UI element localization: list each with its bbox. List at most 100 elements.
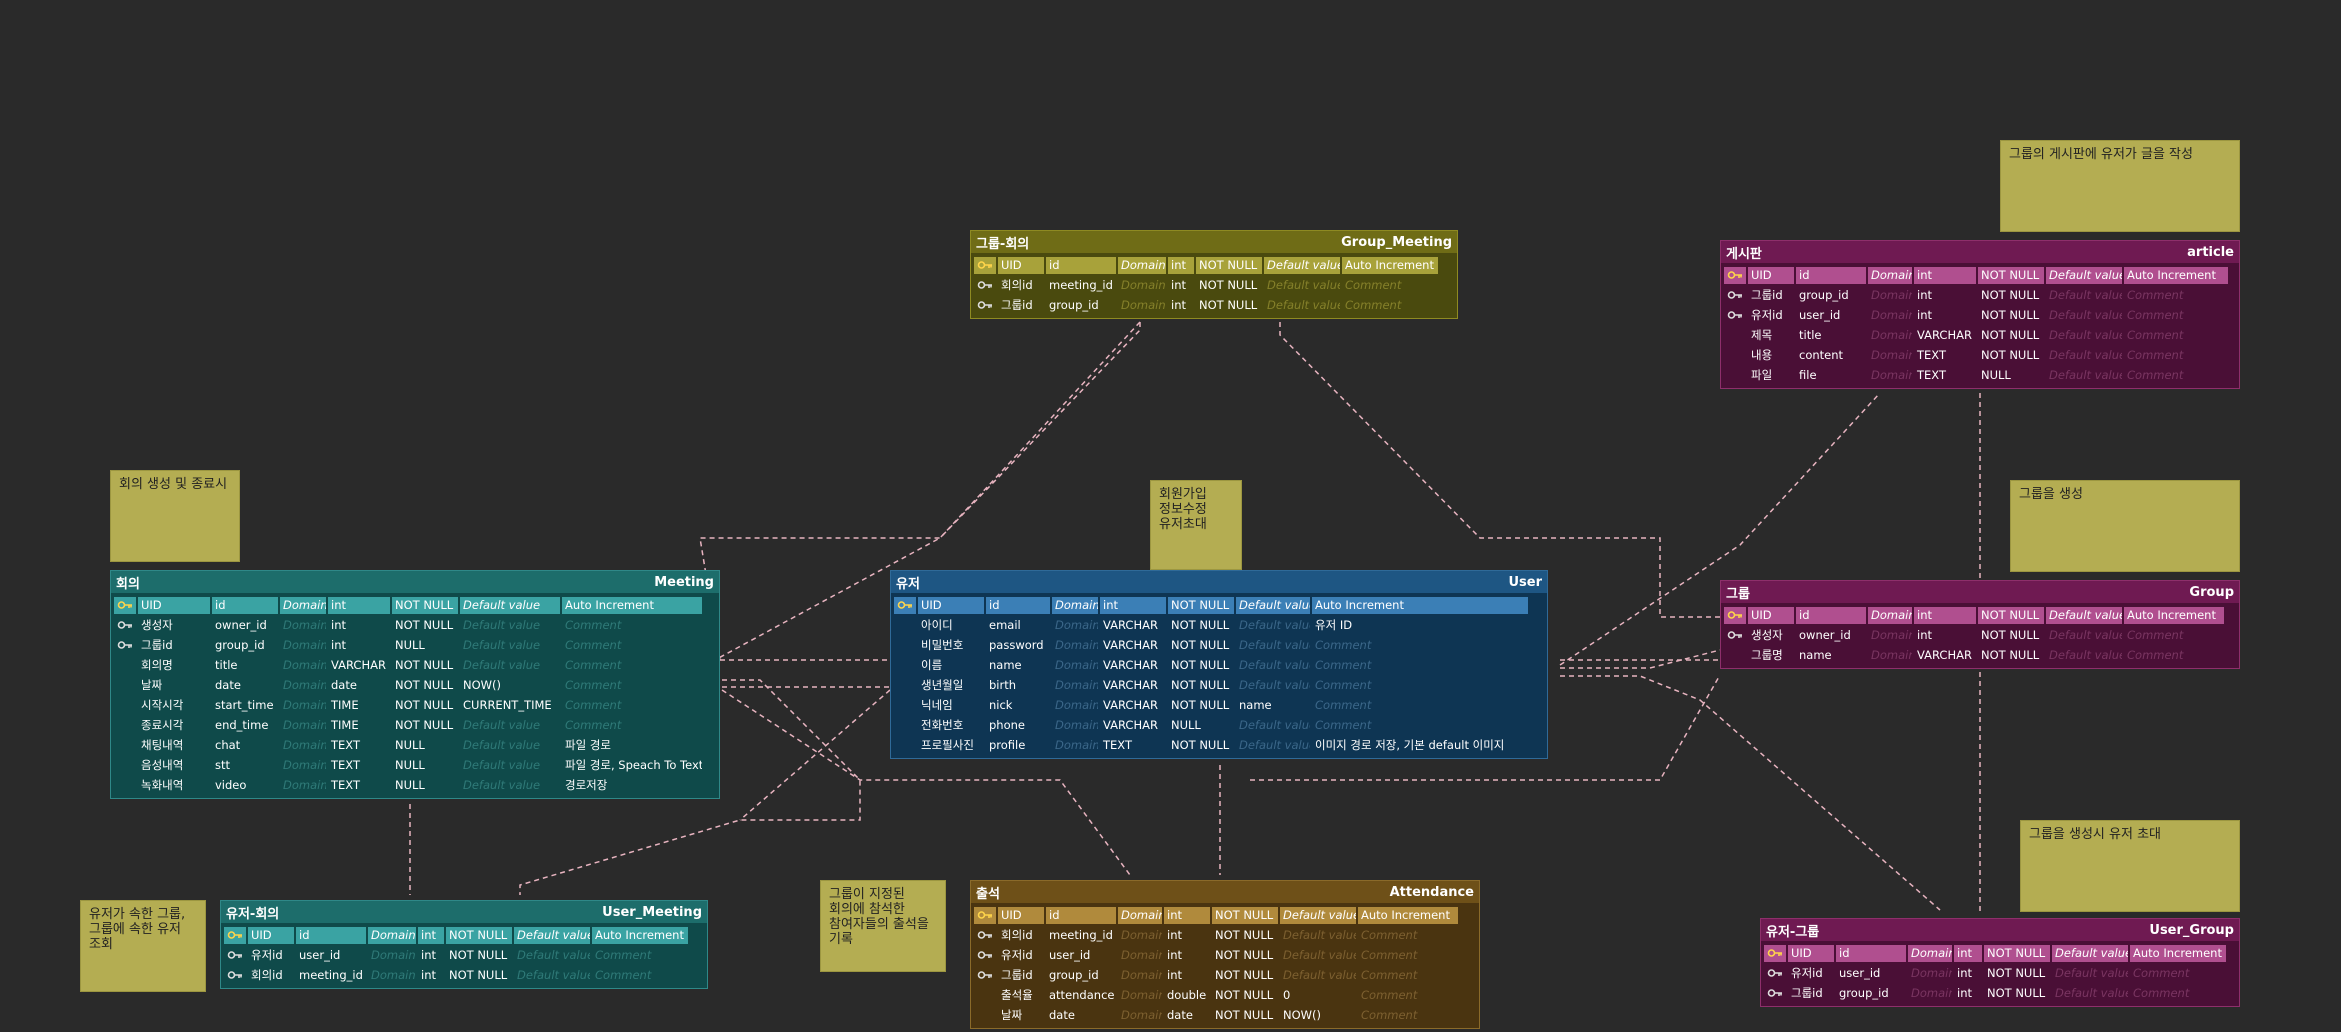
domain-cell[interactable]: Domain bbox=[371, 967, 416, 982]
logical-cell[interactable]: 파일 bbox=[1751, 367, 1773, 382]
default-cell[interactable]: Default value bbox=[2049, 327, 2122, 342]
type-cell[interactable]: int bbox=[331, 617, 346, 632]
pk-type-cell[interactable]: int bbox=[1954, 944, 1982, 962]
domain-cell[interactable]: Domain bbox=[283, 637, 326, 652]
comment-cell[interactable]: 경로저장 bbox=[565, 777, 608, 792]
null-cell[interactable]: NULL bbox=[395, 777, 425, 792]
default-cell[interactable]: name bbox=[1239, 697, 1272, 712]
default-cell[interactable]: 0 bbox=[1283, 987, 1291, 1002]
domain-cell[interactable]: Domain bbox=[283, 657, 326, 672]
physical-cell[interactable]: name bbox=[989, 657, 1022, 672]
domain-cell[interactable]: Domain bbox=[283, 697, 326, 712]
type-cell[interactable]: VARCHAR bbox=[1917, 647, 1972, 662]
logical-cell[interactable]: 출석율 bbox=[1001, 987, 1033, 1002]
type-cell[interactable]: VARCHAR bbox=[331, 657, 386, 672]
type-cell[interactable]: double bbox=[1167, 987, 1207, 1002]
pk-physical-cell[interactable]: id bbox=[212, 596, 278, 614]
type-cell[interactable]: int bbox=[1167, 927, 1182, 942]
type-cell[interactable]: int bbox=[1917, 307, 1932, 322]
type-cell[interactable]: int bbox=[421, 967, 436, 982]
null-cell[interactable]: NOT NULL bbox=[1215, 927, 1274, 942]
physical-cell[interactable]: title bbox=[1799, 327, 1822, 342]
null-cell[interactable]: NOT NULL bbox=[1987, 985, 2046, 1000]
logical-cell[interactable]: 그룹id bbox=[1001, 297, 1033, 312]
domain-cell[interactable]: Domain bbox=[1055, 717, 1098, 732]
physical-cell[interactable]: user_id bbox=[299, 947, 341, 962]
domain-cell[interactable]: Domain bbox=[283, 757, 326, 772]
null-cell[interactable]: NULL bbox=[395, 637, 425, 652]
physical-cell[interactable]: content bbox=[1799, 347, 1844, 362]
physical-cell[interactable]: stt bbox=[215, 757, 231, 772]
pk-comment-cell[interactable]: Auto Increment bbox=[2124, 606, 2224, 624]
physical-cell[interactable]: date bbox=[215, 677, 241, 692]
comment-cell[interactable]: Comment bbox=[1315, 677, 1372, 692]
null-cell[interactable]: NOT NULL bbox=[1215, 987, 1274, 1002]
pk-default-cell[interactable]: Default value bbox=[1236, 596, 1310, 614]
pk-physical-cell[interactable]: id bbox=[1796, 266, 1866, 284]
pk-comment-cell[interactable]: Auto Increment bbox=[1342, 256, 1438, 274]
domain-cell[interactable]: Domain bbox=[1055, 737, 1098, 752]
domain-cell[interactable]: Domain bbox=[371, 947, 416, 962]
default-cell[interactable]: Default value bbox=[1239, 617, 1310, 632]
type-cell[interactable]: int bbox=[1167, 947, 1182, 962]
default-cell[interactable]: Default value bbox=[2049, 307, 2122, 322]
null-cell[interactable]: NOT NULL bbox=[449, 947, 508, 962]
pk-default-cell[interactable]: Default value bbox=[2046, 606, 2122, 624]
domain-cell[interactable]: Domain bbox=[1871, 367, 1912, 382]
domain-cell[interactable]: Domain bbox=[1871, 627, 1912, 642]
domain-cell[interactable]: Domain bbox=[1871, 647, 1912, 662]
pk-comment-cell[interactable]: Auto Increment bbox=[2124, 266, 2228, 284]
default-cell[interactable]: Default value bbox=[2049, 647, 2122, 662]
logical-cell[interactable]: 유저id bbox=[1791, 965, 1823, 980]
comment-cell[interactable]: Comment bbox=[1315, 717, 1372, 732]
comment-cell[interactable]: Comment bbox=[1315, 697, 1372, 712]
pk-type-cell[interactable]: int bbox=[418, 926, 444, 944]
null-cell[interactable]: NULL bbox=[1171, 717, 1201, 732]
type-cell[interactable]: VARCHAR bbox=[1103, 637, 1158, 652]
pk-logical-cell[interactable]: UID bbox=[138, 596, 210, 614]
physical-cell[interactable]: group_id bbox=[1799, 287, 1849, 302]
domain-cell[interactable]: Domain bbox=[1871, 347, 1912, 362]
pk-domain-cell[interactable]: Domain bbox=[368, 926, 416, 944]
pk-null-cell[interactable]: NOT NULL bbox=[392, 596, 458, 614]
pk-domain-cell[interactable]: Domain bbox=[1868, 266, 1912, 284]
logical-cell[interactable]: 채팅내역 bbox=[141, 737, 184, 752]
pk-null-cell[interactable]: NOT NULL bbox=[1196, 256, 1262, 274]
logical-cell[interactable]: 시작시각 bbox=[141, 697, 184, 712]
physical-cell[interactable]: group_id bbox=[1049, 297, 1099, 312]
comment-cell[interactable]: Comment bbox=[1315, 657, 1372, 672]
domain-cell[interactable]: Domain bbox=[1055, 677, 1098, 692]
logical-cell[interactable]: 그룹id bbox=[1791, 985, 1823, 1000]
default-cell[interactable]: Default value bbox=[2055, 965, 2128, 980]
physical-cell[interactable]: user_id bbox=[1839, 965, 1881, 980]
default-cell[interactable]: Default value bbox=[1267, 277, 1340, 292]
null-cell[interactable]: NOT NULL bbox=[1171, 677, 1230, 692]
type-cell[interactable]: VARCHAR bbox=[1103, 657, 1158, 672]
comment-cell[interactable]: 파일 경로, Speach To Text bbox=[565, 757, 702, 772]
pk-domain-cell[interactable]: Domain bbox=[1908, 944, 1952, 962]
pk-null-cell[interactable]: NOT NULL bbox=[1978, 266, 2044, 284]
comment-cell[interactable]: Comment bbox=[2127, 347, 2184, 362]
pk-logical-cell[interactable]: UID bbox=[918, 596, 984, 614]
null-cell[interactable]: NOT NULL bbox=[395, 717, 454, 732]
physical-cell[interactable]: nick bbox=[989, 697, 1013, 712]
pk-default-cell[interactable]: Default value bbox=[1264, 256, 1340, 274]
